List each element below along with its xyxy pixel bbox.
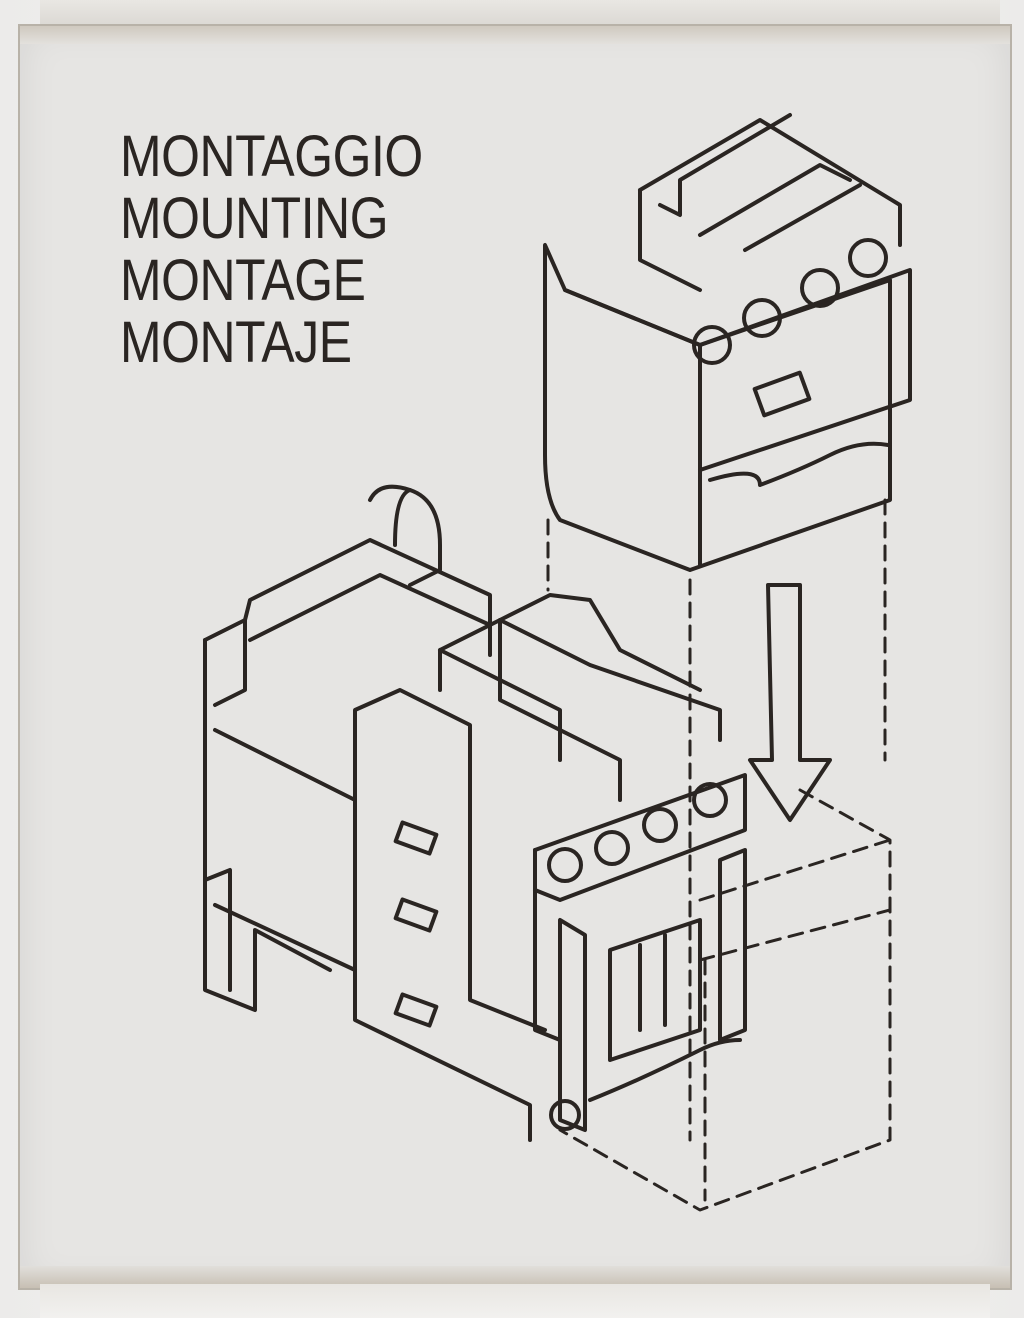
arrow-down-icon: [748, 583, 832, 822]
mounting-title: MONTAGGIO MOUNTING MONTAGE MONTAJE: [120, 126, 472, 374]
box-bottom-flap: [40, 1284, 990, 1318]
title-french: MONTAGE: [120, 248, 366, 313]
box-top-edge: [20, 26, 1010, 44]
box-face: [18, 24, 1012, 1290]
title-english: MOUNTING: [120, 186, 389, 251]
box-bottom-edge: [20, 1266, 1010, 1288]
guide-lines: [546, 498, 892, 1212]
auxiliary-block-icon: [543, 113, 912, 572]
title-italian: MONTAGGIO: [120, 124, 423, 189]
title-spanish: MONTAJE: [120, 310, 352, 375]
contactor-icon: [203, 484, 747, 1142]
